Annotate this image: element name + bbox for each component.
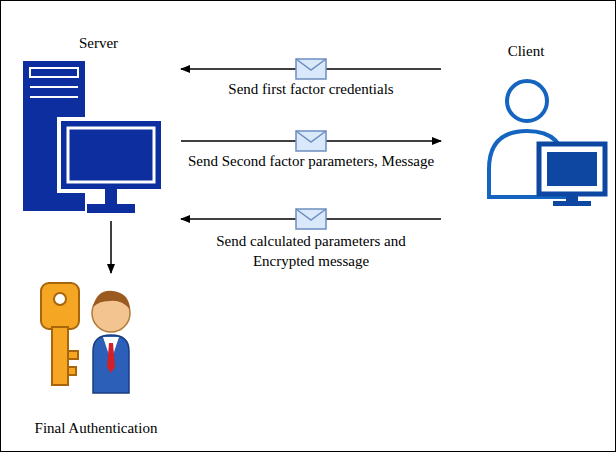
node-label: Server <box>76 33 121 54</box>
node-label: Client <box>505 41 548 62</box>
envelope-icon <box>296 59 326 79</box>
client-icon <box>489 81 605 206</box>
envelope-icon <box>296 131 326 151</box>
edge-label: Send first factor credentials <box>158 79 464 99</box>
edge-label: Send calculated parameters and Encrypted… <box>188 231 434 272</box>
server-icon <box>23 61 165 213</box>
message-arrow <box>110 221 112 273</box>
server-node: Server <box>16 33 181 221</box>
envelope-icon <box>296 209 326 229</box>
authentication-icon <box>41 283 130 393</box>
client-node: Client <box>441 41 611 209</box>
node-label: Final Authentication <box>32 418 161 439</box>
auth-node: Final Authentication <box>11 273 181 439</box>
edge-label: Send Second factor parameters, Message <box>148 151 474 171</box>
